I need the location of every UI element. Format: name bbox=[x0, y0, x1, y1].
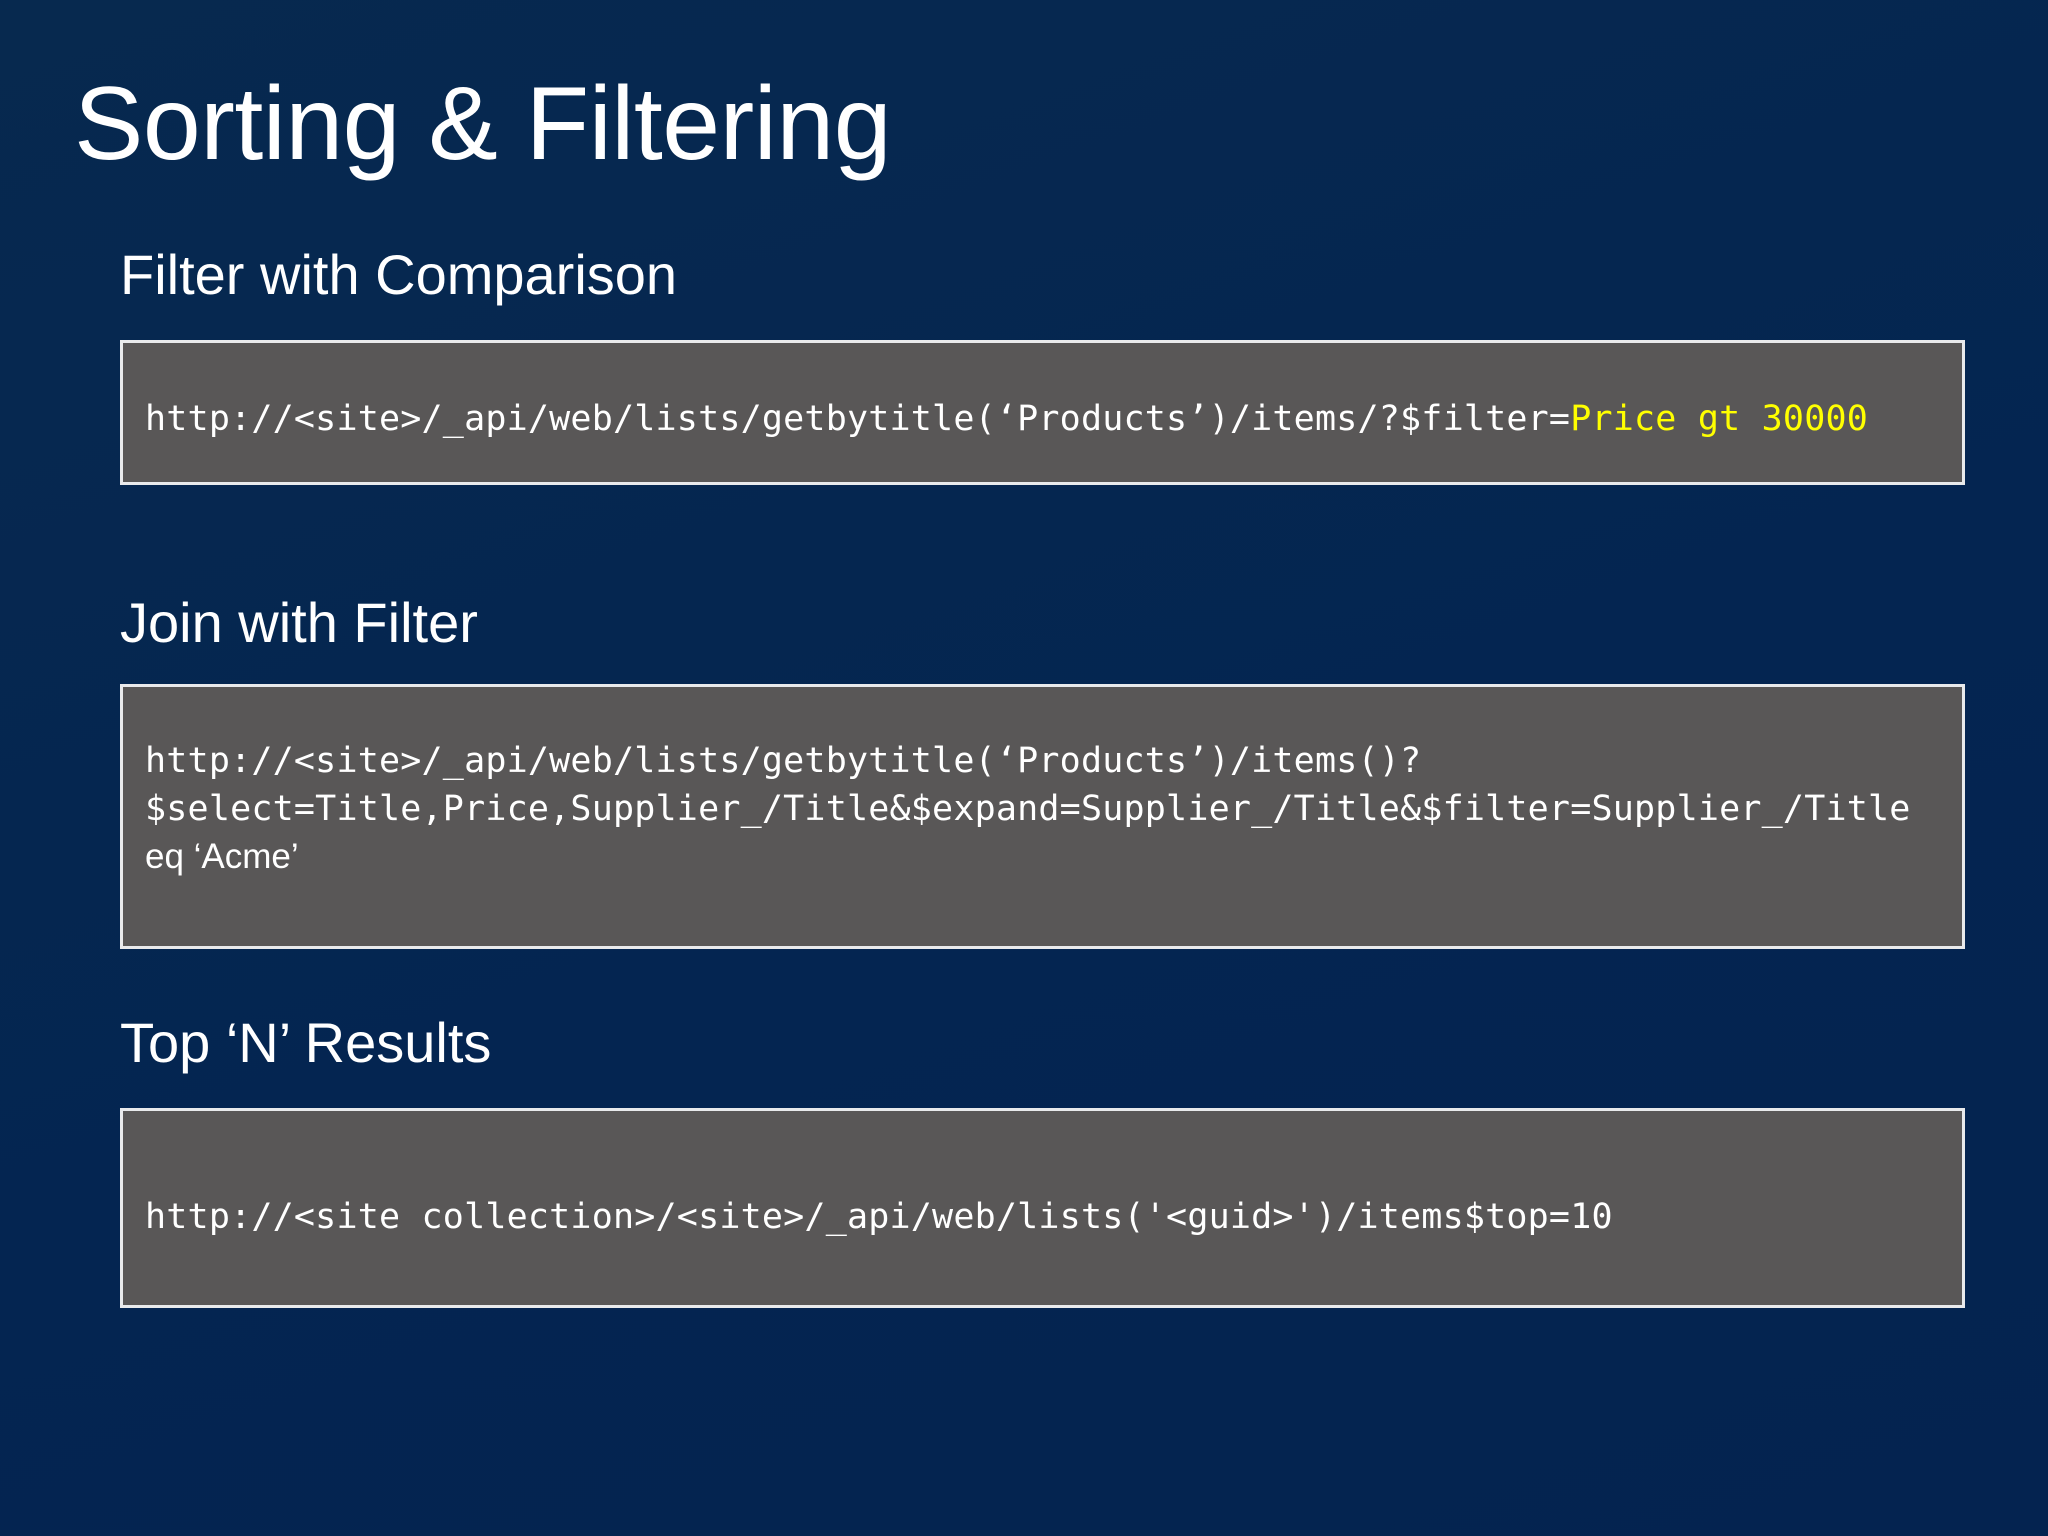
code-text-prefix: http://<site>/_api/web/lists/getbytitle(… bbox=[145, 399, 1571, 439]
code-text-highlight: Price gt 30000 bbox=[1570, 399, 1869, 439]
code-line: http://<site>/_api/web/lists/getbytitle(… bbox=[145, 741, 1422, 781]
code-line: $select=Title,Price,Supplier_/Title&$exp… bbox=[145, 789, 1911, 829]
code-block-filter-with-comparison: http://<site>/_api/web/lists/getbytitle(… bbox=[120, 340, 1965, 485]
section-heading-join-with-filter: Join with Filter bbox=[120, 591, 478, 654]
code-text-value: ‘Acme’ bbox=[193, 837, 299, 876]
code-line: eq ‘Acme’ bbox=[145, 833, 1962, 881]
code-block-join-with-filter: http://<site>/_api/web/lists/getbytitle(… bbox=[120, 684, 1965, 949]
code-text-operator: eq bbox=[145, 837, 194, 876]
page-title: Sorting & Filtering bbox=[74, 66, 892, 182]
code-line: http://<site>/_api/web/lists/getbytitle(… bbox=[145, 395, 1962, 443]
code-block-top-n-results: http://<site collection>/<site>/_api/web… bbox=[120, 1108, 1965, 1308]
code-line: http://<site collection>/<site>/_api/web… bbox=[145, 1197, 1613, 1237]
section-heading-filter-with-comparison: Filter with Comparison bbox=[120, 243, 678, 306]
section-heading-top-n-results: Top ‘N’ Results bbox=[120, 1011, 492, 1074]
